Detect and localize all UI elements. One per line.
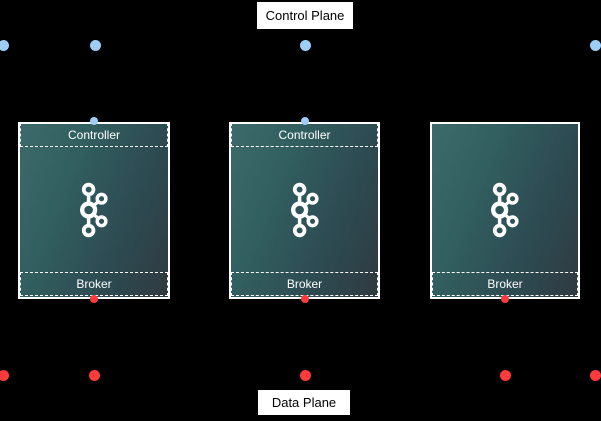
broker-label: Broker xyxy=(286,277,323,291)
kafka-node-3: Broker xyxy=(430,122,580,299)
control-plane-dot-right-edge xyxy=(589,39,601,51)
broker-connector-line-1 xyxy=(94,299,95,375)
broker-connector-line-2 xyxy=(305,299,306,375)
left-edge-line xyxy=(3,45,4,375)
control-plane-dot-left-edge xyxy=(0,39,9,51)
data-plane-dot-right-edge xyxy=(589,369,601,381)
control-plane-label-text: Control Plane xyxy=(265,8,345,23)
data-label-connector-line xyxy=(305,375,306,390)
control-plane-label: Control Plane xyxy=(257,2,353,29)
kafka-icon xyxy=(79,182,110,238)
control-label-connector-line xyxy=(305,29,306,45)
control-plane-dot-node1 xyxy=(89,39,101,51)
controller-connector-line-2 xyxy=(305,45,306,122)
broker-section: Broker xyxy=(432,272,578,296)
kafka-icon xyxy=(289,182,320,238)
controller-connector-line-1 xyxy=(94,45,95,122)
node1-controller-port-dot xyxy=(90,117,98,125)
broker-section: Broker xyxy=(231,272,378,296)
data-plane-dot-left-edge xyxy=(0,369,9,381)
broker-label: Broker xyxy=(76,277,112,291)
data-plane-dot-node3 xyxy=(499,369,511,381)
controller-label: Controller xyxy=(67,128,121,142)
kafka-node-1: Controller Broker xyxy=(18,122,170,299)
controller-section: Controller xyxy=(20,123,168,147)
node1-broker-port-dot xyxy=(90,295,98,303)
data-plane-dot-node2 xyxy=(299,369,311,381)
controller-label: Controller xyxy=(278,128,331,142)
controller-section: Controller xyxy=(231,123,378,147)
broker-connector-line-3 xyxy=(505,299,506,375)
kafka-node-2: Controller Broker xyxy=(229,122,380,299)
data-plane-label: Data Plane xyxy=(258,390,350,415)
broker-section: Broker xyxy=(20,272,168,296)
node2-broker-port-dot xyxy=(301,295,309,303)
broker-label: Broker xyxy=(487,277,523,291)
data-plane-dot-node1 xyxy=(88,369,100,381)
data-plane-label-text: Data Plane xyxy=(271,395,337,410)
data-plane-line xyxy=(3,375,595,376)
node2-controller-port-dot xyxy=(301,117,309,125)
control-plane-dot-node2 xyxy=(299,39,311,51)
right-edge-line xyxy=(594,45,595,375)
kafka-icon xyxy=(490,182,521,238)
control-plane-line xyxy=(3,45,595,46)
node3-broker-port-dot xyxy=(501,295,509,303)
